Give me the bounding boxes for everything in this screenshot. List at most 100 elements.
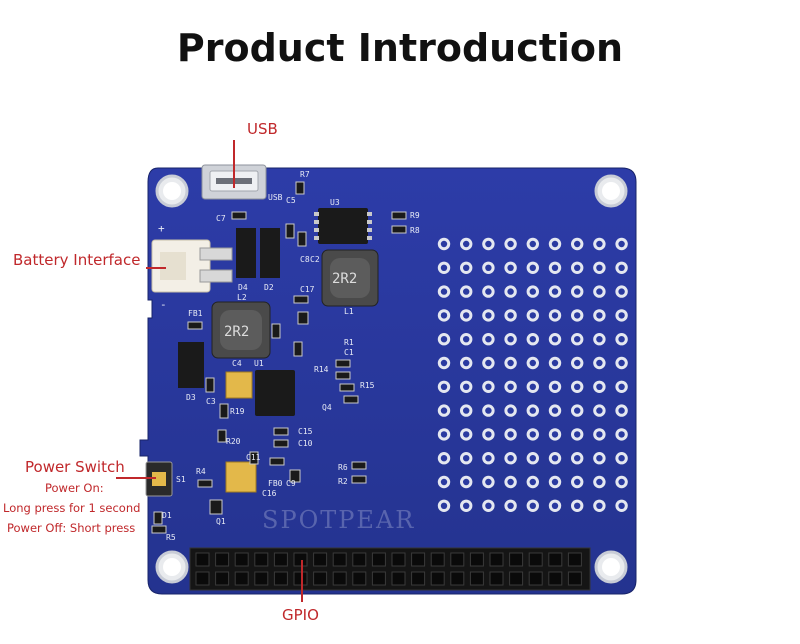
proto-hole-center: [574, 431, 581, 438]
gpio-pin: [469, 571, 484, 586]
smd-part: [289, 469, 301, 483]
proto-hole-center: [551, 336, 559, 343]
smd-part: [343, 395, 359, 404]
silk-r15: R15: [360, 381, 375, 390]
proto-hole-center: [440, 383, 448, 390]
proto-hole-center: [574, 264, 581, 271]
proto-hole-center: [529, 502, 536, 509]
smd-part: [339, 383, 355, 392]
proto-hole-center: [463, 478, 470, 486]
silk-u1: U1: [254, 359, 264, 368]
proto-hole-center: [529, 336, 536, 343]
silk-r1: R1: [344, 338, 354, 347]
gpio-pin: [450, 571, 465, 586]
proto-hole-center: [574, 455, 581, 462]
proto-hole-center: [551, 455, 559, 462]
proto-hole-center: [596, 455, 603, 462]
proto-hole-center: [529, 312, 536, 319]
proto-hole-center: [463, 407, 470, 414]
proto-hole-center: [440, 240, 448, 248]
gpio-pin: [293, 571, 308, 586]
silk-l2: L2: [237, 293, 247, 302]
battery-interface-label: Battery Interface: [13, 251, 141, 269]
gpio-pin: [509, 571, 524, 586]
gpio-pin: [293, 552, 308, 567]
proto-hole-center: [507, 431, 514, 438]
proto-hole-center: [463, 312, 470, 319]
proto-hole-center: [507, 407, 514, 414]
gpio-pin: [371, 571, 386, 586]
page-title: Product Introduction: [176, 26, 624, 70]
proto-hole-center: [463, 264, 470, 271]
inductor-l2: [211, 301, 271, 359]
smd-part: [351, 475, 367, 484]
proto-hole-center: [440, 502, 448, 509]
mounting-holes: [155, 174, 628, 584]
proto-hole-center: [440, 288, 448, 295]
proto-hole-center: [529, 407, 536, 414]
silk-c1: C1: [344, 348, 354, 357]
proto-hole-center: [507, 359, 514, 367]
proto-hole-center: [596, 288, 603, 295]
smd-part: [293, 341, 303, 357]
gpio-pin: [411, 571, 426, 586]
proto-hole-center: [529, 383, 536, 390]
smd-part: [391, 225, 407, 234]
silk-r4: R4: [196, 467, 206, 476]
proto-hole-center: [551, 407, 559, 414]
proto-hole-center: [551, 264, 559, 271]
proto-hole-center: [463, 383, 470, 390]
usb-label: USB: [247, 120, 278, 138]
silk-c7: C7: [216, 214, 226, 223]
proto-hole-center: [618, 478, 625, 486]
smd-part: [271, 323, 281, 339]
proto-hole-center: [507, 502, 514, 509]
diode-d4: [236, 228, 256, 278]
smd-part: [187, 321, 203, 330]
chip-u1: [255, 370, 295, 416]
silk-q4: Q4: [322, 403, 332, 412]
proto-hole-center: [485, 455, 492, 462]
smd-part: [249, 451, 259, 465]
gpio-pin: [332, 552, 347, 567]
proto-hole-center: [507, 264, 514, 271]
proto-hole-center: [596, 502, 603, 509]
silk-r8: R8: [410, 226, 420, 235]
gpio-header: [189, 547, 591, 591]
proto-hole-center: [507, 336, 514, 343]
proto-hole-center: [463, 288, 470, 295]
power-on-label: Power On:: [45, 481, 104, 495]
proto-hole-center: [463, 431, 470, 438]
proto-hole-center: [529, 359, 536, 367]
proto-hole-center: [507, 478, 514, 486]
proto-hole-center: [551, 359, 559, 367]
smd-part: [391, 211, 407, 220]
gpio-pin: [215, 571, 230, 586]
silk-r7: R7: [300, 170, 310, 179]
silk-d3: D3: [186, 393, 196, 402]
gpio-pin: [313, 571, 328, 586]
proto-hole-center: [574, 336, 581, 343]
gpio-pin: [548, 552, 563, 567]
proto-hole-center: [529, 455, 536, 462]
proto-hole-center: [440, 336, 448, 343]
smd-part: [231, 211, 247, 220]
proto-hole-center: [485, 383, 492, 390]
smd-part: [293, 295, 309, 304]
gpio-label: GPIO: [282, 606, 319, 624]
smd-components: [151, 181, 407, 534]
proto-hole-center: [485, 478, 492, 486]
gpio-pin: [254, 571, 269, 586]
proto-hole-center: [463, 359, 470, 367]
gpio-callout-line: [301, 560, 303, 602]
proto-hole-center: [463, 336, 470, 343]
proto-hole-center: [440, 264, 448, 271]
diode-d3: [178, 342, 204, 388]
gpio-pin: [234, 571, 249, 586]
proto-hole-center: [507, 455, 514, 462]
proto-hole-center: [596, 478, 603, 486]
proto-hole-center: [618, 431, 625, 438]
proto-hole-center: [485, 502, 492, 509]
battery-callout-line: [146, 267, 166, 269]
gpio-pin: [371, 552, 386, 567]
